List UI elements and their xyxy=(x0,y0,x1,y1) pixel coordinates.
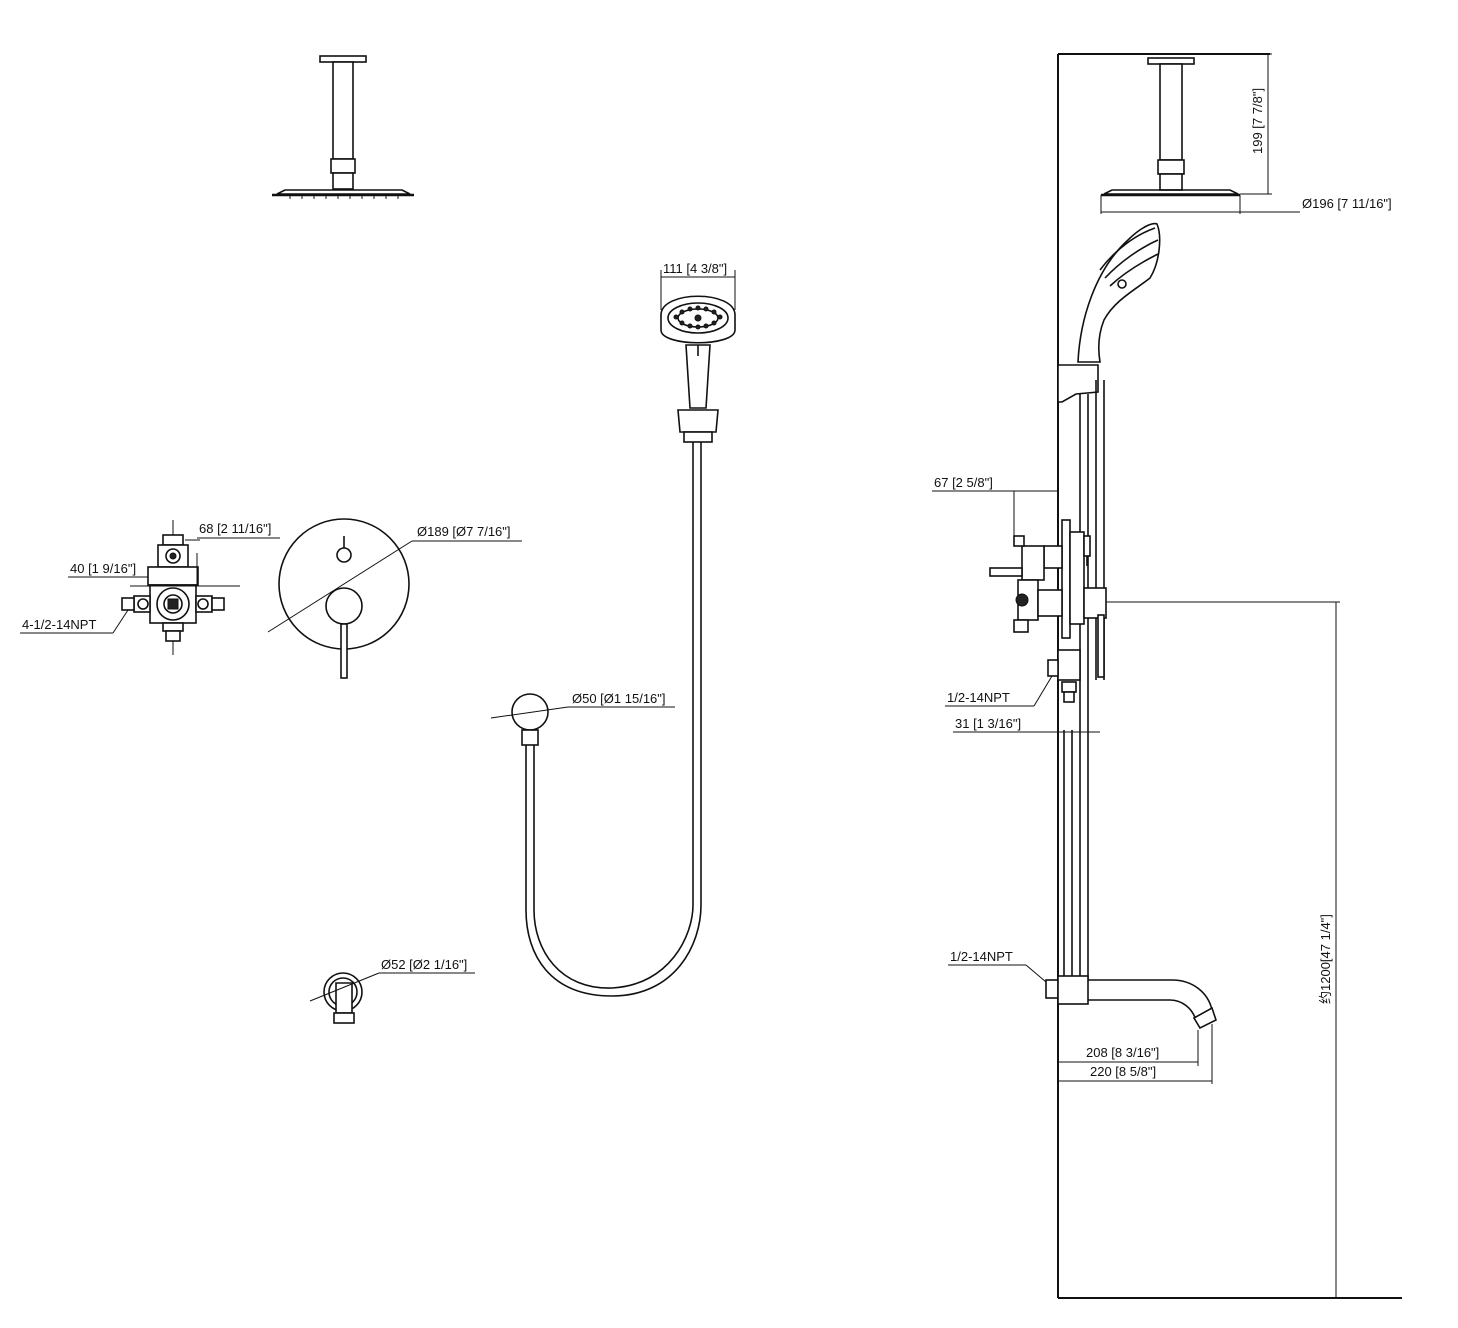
dimension-total-height-label: 约1200[47 1/4"] xyxy=(1318,914,1333,1004)
tub-spout-side-view xyxy=(1045,975,1217,1030)
dimension-spout-reach-inner-label: 208 [8 3/16"] xyxy=(1086,1045,1159,1060)
dimension-upper-connection-label: 1/2-14NPT xyxy=(947,690,1010,705)
dimension-supply-elbow-diameter-label: Ø50 [Ø1 15/16"] xyxy=(572,691,666,706)
dimension-showerhead-diameter-label: Ø196 [7 11/16"] xyxy=(1302,196,1392,211)
trim-plate-front-view: Ø189 [Ø7 7/16"] xyxy=(267,518,522,679)
showerhead-side-view xyxy=(1101,57,1240,197)
dimension-total-height: 约1200[47 1/4"] xyxy=(1318,602,1337,1298)
supply-elbow-front-view: Ø50 [Ø1 15/16"] xyxy=(490,691,675,746)
wall-outline xyxy=(1057,53,1402,1299)
dimension-valve-projection: 67 [2 5/8"] xyxy=(932,475,1058,540)
dimension-valve-offset: 40 [1 9/16"] xyxy=(68,561,148,578)
dimension-trim-offset: 31 [1 3/16"] xyxy=(953,716,1100,733)
dimension-arm-drop-label: 199 [7 7/8"] xyxy=(1250,88,1265,154)
dimension-lower-connection: 1/2-14NPT xyxy=(948,949,1047,983)
dimension-arm-drop: 199 [7 7/8"] xyxy=(1196,53,1272,195)
tub-spout-front-view: Ø52 [Ø2 1/16"] xyxy=(309,957,475,1024)
dimension-valve-inlets: 4-1/2-14NPT xyxy=(20,609,129,634)
dimension-handshower-width: 111 [4 3/8"] xyxy=(660,261,736,310)
valve-side-view xyxy=(989,519,1340,703)
dimension-handshower-width-label: 111 [4 3/8"] xyxy=(663,261,727,276)
rough-in-valve-body xyxy=(121,520,240,655)
handshower-side-view xyxy=(1057,222,1161,403)
dimension-valve-depth: 68 [2 11/16"] xyxy=(197,521,280,539)
dimension-spout-reach: 208 [8 3/16"] 220 [8 5/8"] xyxy=(1058,1024,1213,1084)
dimension-trim-offset-label: 31 [1 3/16"] xyxy=(955,716,1021,731)
shower-hose xyxy=(525,530,702,997)
dimension-valve-depth-label: 68 [2 11/16"] xyxy=(199,521,271,536)
dimension-valve-inlets-label: 4-1/2-14NPT xyxy=(22,617,96,632)
dimension-tub-spout-flange-label: Ø52 [Ø2 1/16"] xyxy=(381,957,467,972)
dimension-trim-plate-diameter-label: Ø189 [Ø7 7/16"] xyxy=(417,524,511,539)
dimension-showerhead-diameter: Ø196 [7 11/16"] xyxy=(1100,195,1392,214)
handshower-front-view xyxy=(660,295,736,530)
dimension-upper-connection: 1/2-14NPT xyxy=(945,675,1053,707)
dimension-spout-reach-outer-label: 220 [8 5/8"] xyxy=(1090,1064,1156,1079)
dimension-valve-projection-label: 67 [2 5/8"] xyxy=(934,475,993,490)
rain-showerhead-front-view xyxy=(272,55,414,199)
dimension-valve-offset-label: 40 [1 9/16"] xyxy=(70,561,136,576)
dimension-lower-connection-label: 1/2-14NPT xyxy=(950,949,1013,964)
